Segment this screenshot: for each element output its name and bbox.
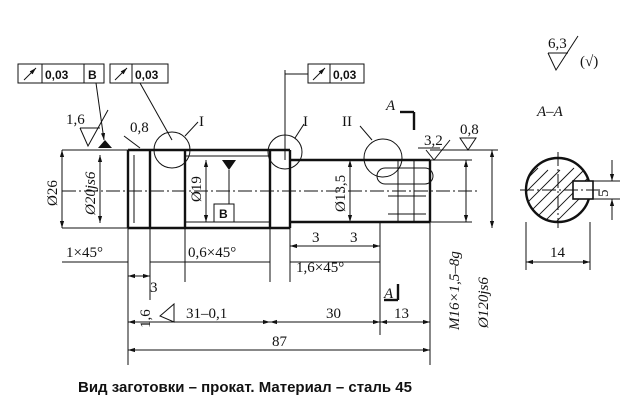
dim-13: 13 [394, 306, 409, 322]
detail-circle-3 [363, 138, 403, 178]
shaft-outline [62, 148, 480, 230]
tolerance-value-1: 0,03 [45, 68, 69, 82]
section-view: А–А 14 5 [520, 104, 620, 270]
dim-d26: Ø26 [45, 180, 61, 206]
datum-b: B [213, 160, 236, 223]
tolerance-frame-2: 0,03 [109, 63, 173, 141]
dim-chamfer-right: 1,6×45° [296, 260, 344, 276]
dim-d13-5: Ø13,5 [333, 175, 349, 212]
section-mark-top: А [385, 98, 416, 130]
dim-d20: Ø20js6 [83, 171, 99, 216]
callout-2: I [303, 114, 308, 130]
roughness-mark-3: 3,2 [418, 133, 451, 161]
general-roughness-value: 6,3 [548, 36, 567, 52]
general-roughness: 6,3 (√) [547, 35, 598, 72]
dim-chamfer-left: 1×45° [66, 245, 103, 261]
detail-circle-1 [153, 131, 191, 169]
callout-1: I [199, 114, 204, 130]
tolerance-datum-1: B [88, 68, 97, 82]
detail-circle-2 [267, 134, 303, 170]
keyway [376, 167, 434, 185]
dim-87: 87 [272, 334, 288, 350]
dim-chamfer-mid: 0,6×45° [188, 245, 236, 261]
roughness-check-icon [547, 35, 579, 72]
tolerance-frame-3: 0,03 [284, 63, 365, 160]
tolerance-value-3: 0,03 [333, 68, 357, 82]
datum-label: B [219, 207, 228, 221]
callout-3: II [342, 114, 352, 130]
tolerance-frame-1: 0,03 B [17, 63, 106, 141]
dim-5: 5 [596, 190, 612, 198]
roughness-value-5: 1,6 [138, 309, 154, 328]
roughness-value-3: 3,2 [424, 133, 443, 149]
dim-d120: Ø120js6 [476, 277, 492, 329]
dim-3b: 3 [312, 230, 320, 246]
section-title: А–А [536, 104, 564, 120]
roughness-value-1: 1,6 [66, 112, 85, 128]
dim-14: 14 [550, 245, 566, 261]
dim-3c: 3 [350, 230, 358, 246]
roughness-mark-4: 0,8 [459, 122, 479, 151]
runout-icon [312, 67, 326, 81]
section-mark-top-label: А [385, 98, 396, 114]
runout-icon [114, 67, 128, 81]
dim-m16: M16×1,5–8g [447, 251, 463, 331]
roughness-mark-1: 1,6 [66, 109, 112, 148]
dim-3a: 3 [150, 280, 158, 296]
roughness-value-2: 0,8 [130, 120, 149, 136]
section-mark-bottom: А [383, 284, 400, 302]
roughness-value-4: 0,8 [460, 122, 479, 138]
general-roughness-suffix: (√) [580, 54, 598, 70]
runout-icon [23, 67, 37, 81]
roughness-mark-5: 1,6 [138, 302, 175, 328]
roughness-mark-2: 0,8 [123, 120, 149, 149]
caption: Вид заготовки – прокат. Материал – сталь… [78, 379, 412, 396]
section-mark-bottom-label: А [383, 286, 394, 302]
dim-d19: Ø19 [189, 176, 205, 202]
dim-31: 31–0,1 [186, 306, 227, 322]
tolerance-value-2: 0,03 [135, 68, 159, 82]
dim-30: 30 [326, 306, 341, 322]
